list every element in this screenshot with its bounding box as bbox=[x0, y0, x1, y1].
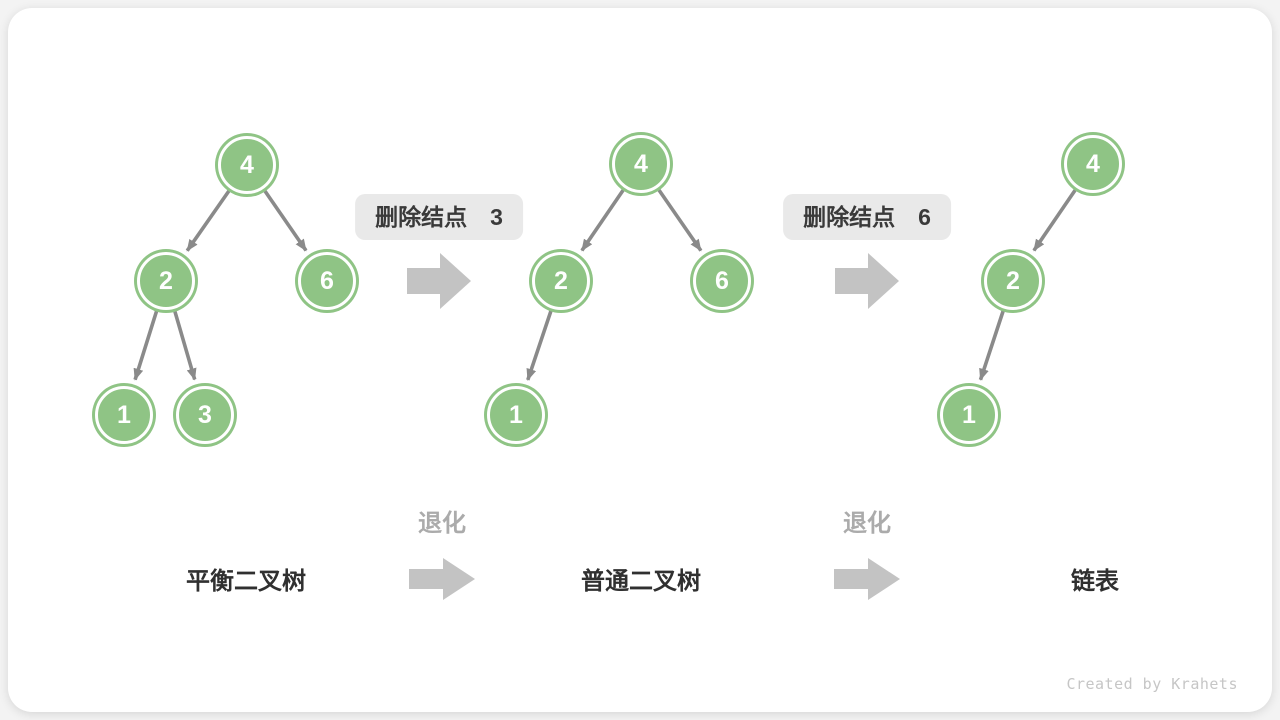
tree-node-1: 1 bbox=[487, 386, 545, 444]
right-block-arrow-icon bbox=[409, 558, 475, 600]
right-block-arrow-icon bbox=[407, 253, 471, 309]
tree-node-3: 3 bbox=[176, 386, 234, 444]
right-block-arrow-icon bbox=[835, 253, 899, 309]
delete-node-6-label: 删除结点 6 bbox=[783, 194, 951, 240]
tree-node-2: 2 bbox=[137, 252, 195, 310]
tree-node-2: 2 bbox=[532, 252, 590, 310]
caption-balanced-binary-tree: 平衡二叉树 bbox=[186, 568, 306, 595]
tree-node-1: 1 bbox=[940, 386, 998, 444]
degrade-label: 退化 bbox=[843, 510, 891, 537]
right-block-arrow-icon bbox=[834, 558, 900, 600]
tree-node-4: 4 bbox=[1064, 135, 1122, 193]
tree-node-1: 1 bbox=[95, 386, 153, 444]
tree-node-4: 4 bbox=[612, 135, 670, 193]
degrade-label: 退化 bbox=[418, 510, 466, 537]
delete-node-3-label: 删除结点 3 bbox=[355, 194, 523, 240]
tree-node-4: 4 bbox=[218, 136, 276, 194]
tree-node-6: 6 bbox=[693, 252, 751, 310]
tree-node-2: 2 bbox=[984, 252, 1042, 310]
tree-node-6: 6 bbox=[298, 252, 356, 310]
watermark: Created by Krahets bbox=[1066, 675, 1238, 693]
caption-ordinary-binary-tree: 普通二叉树 bbox=[581, 568, 701, 595]
caption-linked-list: 链表 bbox=[1071, 568, 1119, 595]
diagram-card bbox=[8, 8, 1272, 712]
